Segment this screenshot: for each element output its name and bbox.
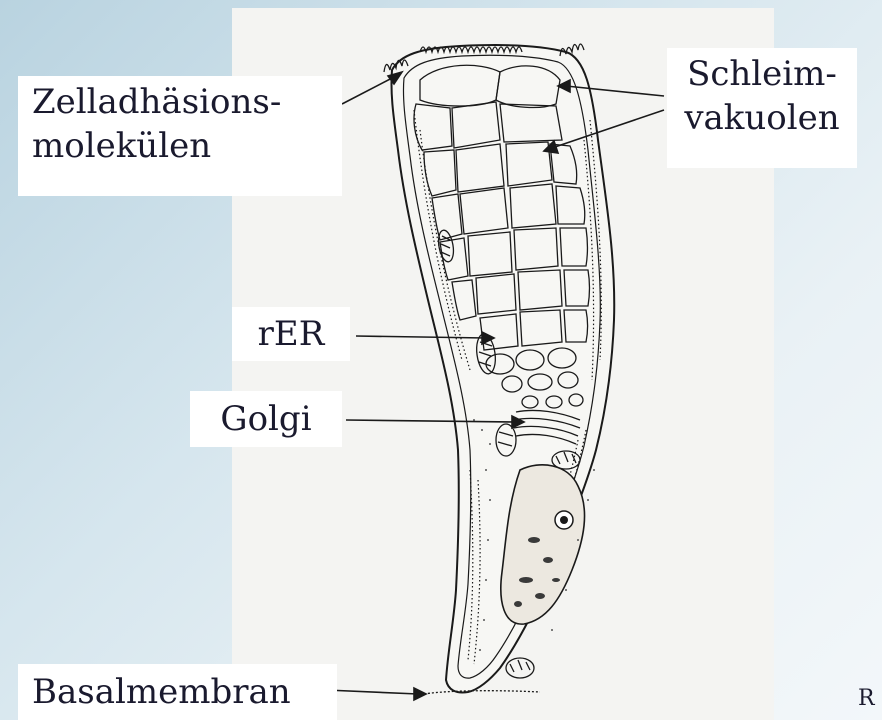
label-basal-membrane: Basalmembran: [18, 664, 337, 720]
arrow-basal: [326, 690, 418, 694]
label-mucus-vacuoles: Schleim- vakuolen: [667, 48, 857, 168]
label-rer: rER: [232, 307, 350, 361]
label-adhesion-molecules: Zelladhäsions- molekülen: [18, 76, 342, 196]
basal-lamina: [424, 691, 540, 694]
label-golgi: Golgi: [190, 391, 342, 447]
arrow-adhesion: [342, 76, 396, 104]
corner-mark: R: [858, 686, 875, 711]
